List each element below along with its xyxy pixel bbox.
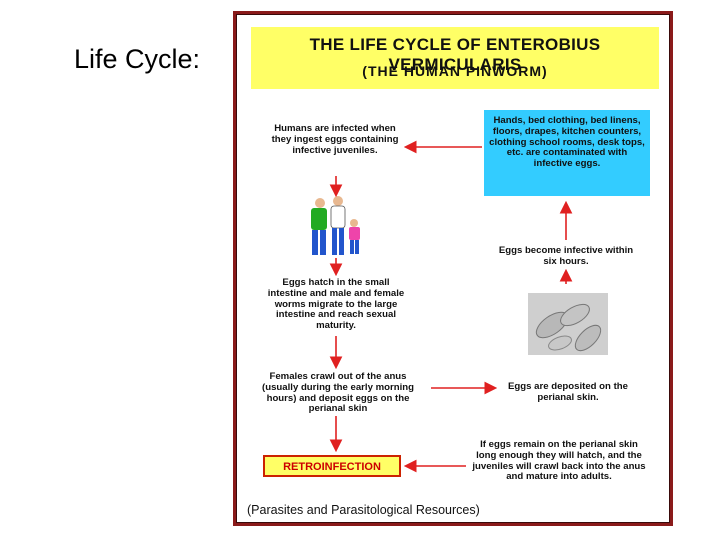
hatch-text: Eggs hatch in the small intestine and ma… bbox=[267, 277, 405, 332]
retroinfection-box: RETROINFECTION bbox=[263, 455, 401, 477]
family-illustration bbox=[311, 196, 360, 255]
diagram-subtitle: (THE HUMAN PINWORM) bbox=[362, 63, 548, 79]
females-text: Females crawl out of the anus (usually d… bbox=[262, 371, 414, 415]
retro-text: If eggs remain on the perianal skin long… bbox=[472, 439, 646, 483]
contamination-text: Hands, bed clothing, bed linens, floors,… bbox=[489, 115, 645, 170]
cycle-arrows bbox=[329, 140, 573, 473]
retroinfection-label: RETROINFECTION bbox=[283, 461, 381, 473]
contamination-box: Hands, bed clothing, bed linens, floors,… bbox=[484, 110, 650, 196]
egg-micrograph bbox=[528, 293, 608, 355]
infection-text: Humans are infected when they ingest egg… bbox=[271, 123, 399, 156]
diagram-title: THE LIFE CYCLE OF ENTEROBIUS VERMICULARI… bbox=[309, 35, 601, 74]
deposited-text: Eggs are deposited on the perianal skin. bbox=[508, 381, 628, 403]
source-citation: (Parasites and Parasitological Resources… bbox=[247, 503, 480, 517]
infective-text: Eggs become infective within six hours. bbox=[498, 245, 634, 267]
slide-title: Life Cycle: bbox=[74, 44, 201, 74]
diagram-frame bbox=[233, 11, 673, 526]
diagram-header: THE LIFE CYCLE OF ENTEROBIUS VERMICULARI… bbox=[251, 27, 659, 89]
